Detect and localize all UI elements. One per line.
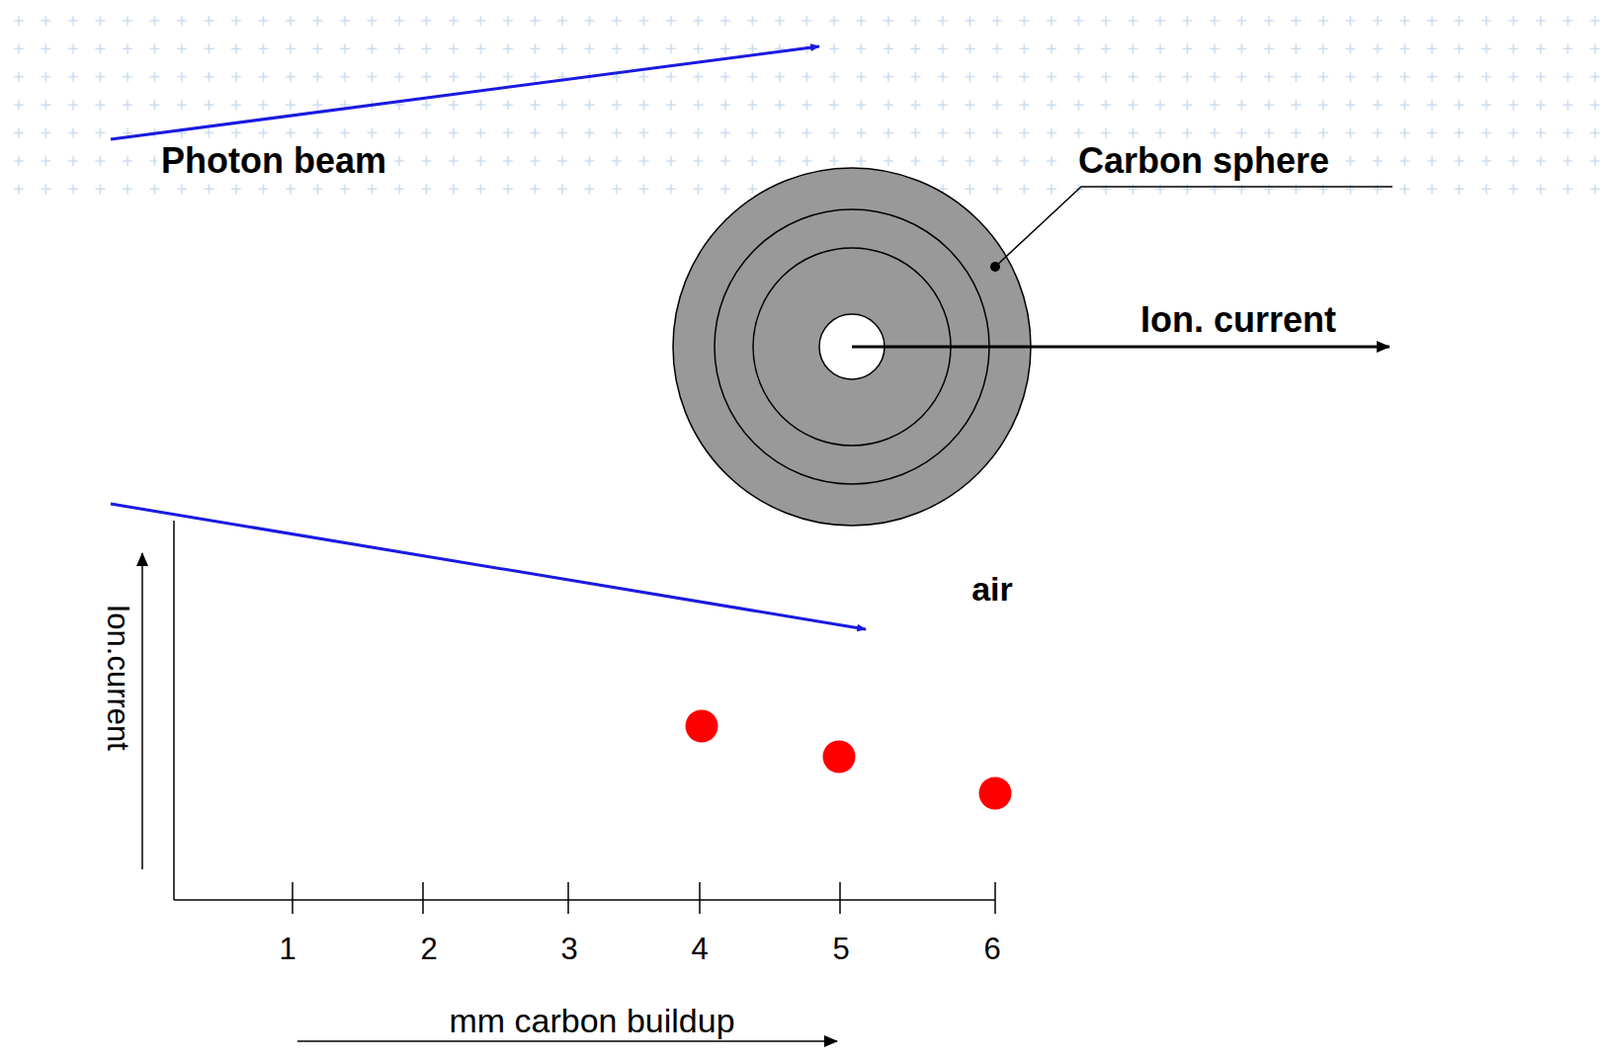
x-axis-arrow (297, 1040, 838, 1043)
beam-label: Photon beam (157, 140, 391, 181)
photon-beam-arrow (110, 504, 866, 630)
sphere-label: Carbon sphere (1074, 140, 1334, 181)
tick-number: 5 (832, 931, 849, 968)
y-axis (172, 520, 175, 901)
tick-number: 4 (690, 931, 708, 968)
current-label: Ion. current (1140, 299, 1337, 340)
medium-label: air (971, 570, 1013, 609)
axis-title: mm carbon buildup (448, 1002, 735, 1041)
leader-line (995, 186, 1393, 267)
photon-beam-arrow (110, 46, 820, 140)
leader-dot (990, 261, 1001, 272)
dotted-band (0, 0, 1600, 203)
x-axis (173, 899, 996, 902)
tick-number: 6 (983, 931, 1001, 968)
tick-number: 3 (560, 931, 578, 968)
axis-title: Ion.current (99, 604, 136, 752)
axis-ticks (292, 882, 996, 915)
data-points (685, 710, 1012, 811)
tick-number: 2 (420, 931, 437, 968)
y-axis-arrow (141, 553, 144, 870)
tick-number: 1 (278, 931, 296, 968)
current-arrow (851, 345, 1390, 349)
